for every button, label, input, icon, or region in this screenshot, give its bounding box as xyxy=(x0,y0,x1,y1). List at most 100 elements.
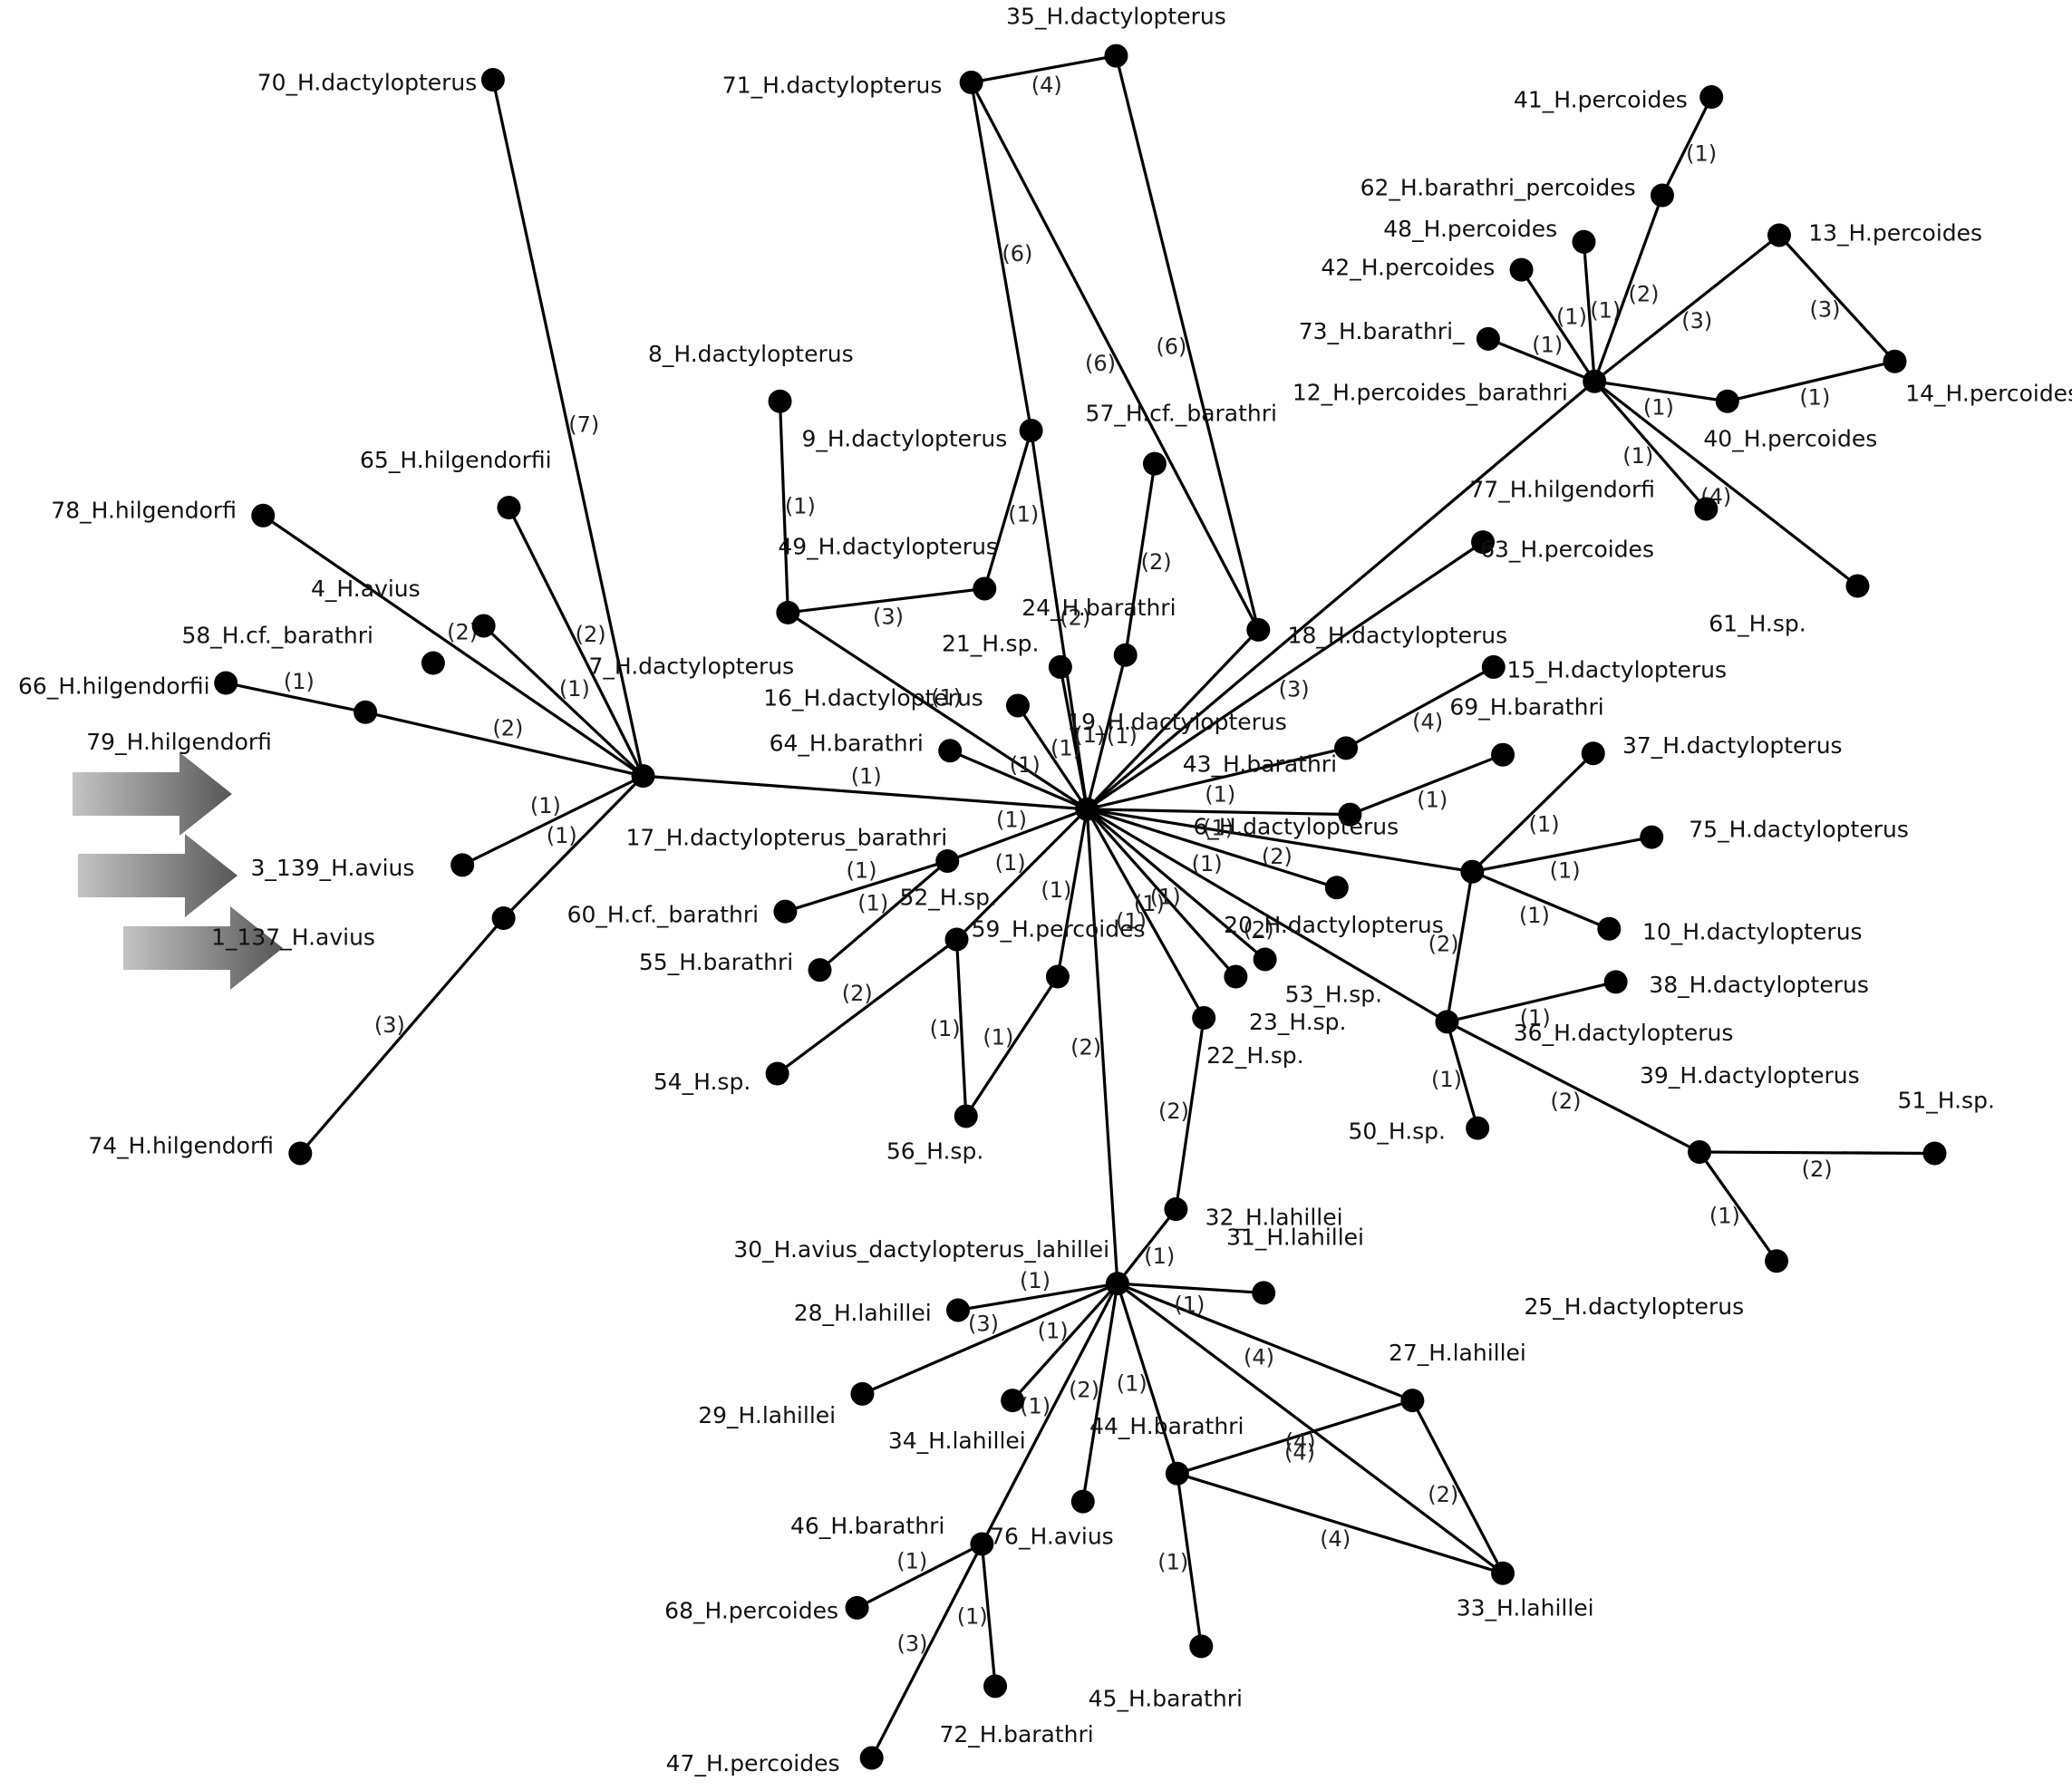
haplotype-label-27: 27_H.lahillei xyxy=(1389,1340,1526,1366)
haplotype-node-19[interactable] xyxy=(1334,736,1359,760)
haplotype-node-63[interactable] xyxy=(1694,497,1719,521)
haplotype-label-79: 79_H.hilgendorfi xyxy=(86,729,272,755)
haplotype-node-75[interactable] xyxy=(1640,825,1664,849)
haplotype-node-32[interactable] xyxy=(1164,1197,1188,1222)
haplotype-node-45[interactable] xyxy=(1189,1634,1214,1659)
haplotype-node-37[interactable] xyxy=(1581,741,1605,766)
haplotype-node-12[interactable] xyxy=(1583,369,1607,393)
haplotype-node-74[interactable] xyxy=(288,1141,313,1166)
haplotype-node-66[interactable] xyxy=(214,671,238,695)
haplotype-node-23[interactable] xyxy=(1224,964,1248,989)
edge-71-35 xyxy=(971,53,1117,84)
haplotype-node-60[interactable] xyxy=(773,899,798,924)
haplotype-node-4[interactable] xyxy=(471,614,496,638)
haplotype-node-58[interactable] xyxy=(421,651,445,675)
haplotype-label-10: 10_H.dactylopterus xyxy=(1642,918,1863,944)
haplotype-node-13[interactable] xyxy=(1767,223,1791,247)
haplotype-node-44[interactable] xyxy=(1165,1461,1189,1486)
haplotype-node-8[interactable] xyxy=(768,389,792,413)
haplotype-node-78[interactable] xyxy=(251,503,276,528)
edge-step-label: (1) xyxy=(1134,891,1165,916)
haplotype-node-38[interactable] xyxy=(1603,970,1628,994)
edge-step-label: (4) xyxy=(1412,709,1443,734)
haplotype-node-22[interactable] xyxy=(1192,1005,1216,1030)
haplotype-node-43[interactable] xyxy=(1338,802,1362,827)
haplotype-node-7[interactable] xyxy=(776,600,800,624)
haplotype-label-18: 18_H.dactylopterus xyxy=(1288,623,1508,649)
haplotype-node-3[interactable] xyxy=(450,853,475,877)
haplotype-node-14[interactable] xyxy=(1883,349,1907,373)
haplotype-node-54[interactable] xyxy=(765,1061,789,1086)
haplotype-node-30[interactable] xyxy=(1105,1272,1129,1296)
haplotype-node-61[interactable] xyxy=(1845,574,1870,598)
edge-30-32 xyxy=(1116,1208,1177,1285)
haplotype-node-29[interactable] xyxy=(850,1381,875,1406)
edge-step-label: (1) xyxy=(530,793,561,818)
haplotype-node-64[interactable] xyxy=(938,739,963,763)
haplotype-node-27[interactable] xyxy=(1400,1389,1425,1413)
haplotype-node-77[interactable] xyxy=(1471,530,1496,555)
haplotype-node-49[interactable] xyxy=(973,576,997,601)
edge-30-31 xyxy=(1117,1282,1264,1295)
haplotype-label-73: 73_H.barathri_ xyxy=(1299,318,1465,344)
haplotype-node-47[interactable] xyxy=(859,1746,884,1770)
haplotype-node-31[interactable] xyxy=(1252,1281,1276,1305)
haplotype-node-1[interactable] xyxy=(491,906,516,931)
haplotype-node-71[interactable] xyxy=(959,70,983,94)
edge-step-label: (2) xyxy=(492,715,523,741)
edge-step-label: (1) xyxy=(284,669,315,694)
haplotype-node-46[interactable] xyxy=(970,1532,994,1556)
haplotype-node-40[interactable] xyxy=(1715,389,1739,413)
haplotype-node-16[interactable] xyxy=(1005,693,1030,718)
haplotype-label-49: 49_H.dactylopterus xyxy=(778,533,998,559)
haplotype-node-33[interactable] xyxy=(1491,1561,1515,1585)
haplotype-node-76[interactable] xyxy=(1070,1489,1095,1514)
haplotype-node-59[interactable] xyxy=(1045,964,1070,989)
haplotype-node-55[interactable] xyxy=(808,958,832,983)
haplotype-node-73[interactable] xyxy=(1476,326,1500,351)
haplotype-node-21[interactable] xyxy=(1048,654,1072,679)
edge-36-38 xyxy=(1447,980,1617,1023)
haplotype-node-34[interactable] xyxy=(1001,1389,1025,1413)
haplotype-node-15[interactable] xyxy=(1481,654,1506,679)
haplotype-node-24[interactable] xyxy=(1113,643,1138,667)
haplotype-node-48[interactable] xyxy=(1572,229,1596,254)
haplotype-label-19: 19_H.dactylopterus xyxy=(1067,709,1287,735)
edge-step-label: (1) xyxy=(1643,395,1674,421)
haplotype-node-17[interactable] xyxy=(935,848,960,873)
haplotype-node-62[interactable] xyxy=(1650,183,1674,208)
edge-30-28 xyxy=(957,1282,1118,1312)
haplotype-node-72[interactable] xyxy=(983,1674,1008,1699)
haplotype-node-36[interactable] xyxy=(1435,1010,1459,1034)
haplotype-node-68[interactable] xyxy=(845,1595,869,1620)
haplotype-node-42[interactable] xyxy=(1509,257,1534,282)
haplotype-node-20[interactable] xyxy=(1324,876,1349,900)
haplotype-node-65[interactable] xyxy=(497,496,521,520)
haplotype-node-51[interactable] xyxy=(1922,1141,1947,1166)
haplotype-node-35[interactable] xyxy=(1104,44,1128,68)
haplotype-node-28[interactable] xyxy=(945,1298,970,1322)
haplotype-node-18[interactable] xyxy=(1246,617,1271,642)
haplotype-node-56[interactable] xyxy=(954,1104,978,1128)
haplotype-node-6[interactable] xyxy=(1460,859,1485,884)
edge-step-label: (2) xyxy=(1428,932,1459,957)
haplotype-node-52[interactable] xyxy=(944,927,969,952)
median-vector-node[interactable] xyxy=(1075,797,1099,821)
edge-step-label: (1) xyxy=(1107,723,1138,749)
haplotype-node-53[interactable] xyxy=(1253,947,1277,972)
haplotype-node-25[interactable] xyxy=(1765,1249,1789,1273)
haplotype-node-69[interactable] xyxy=(1491,742,1515,767)
median-vector-node[interactable] xyxy=(631,764,655,789)
haplotype-node-39[interactable] xyxy=(1688,1140,1712,1165)
haplotype-node-79[interactable] xyxy=(353,700,378,724)
haplotype-node-9[interactable] xyxy=(1019,418,1043,442)
edge-step-label: (1) xyxy=(983,1025,1013,1050)
haplotype-node-50[interactable] xyxy=(1466,1116,1490,1140)
haplotype-label-47: 47_H.percoides xyxy=(666,1750,840,1776)
haplotype-node-41[interactable] xyxy=(1699,85,1724,110)
edge-13-14 xyxy=(1777,234,1896,363)
haplotype-node-10[interactable] xyxy=(1597,916,1622,941)
haplotype-node-70[interactable] xyxy=(480,67,505,92)
edge-30-27 xyxy=(1117,1282,1413,1402)
haplotype-node-57[interactable] xyxy=(1142,451,1167,476)
